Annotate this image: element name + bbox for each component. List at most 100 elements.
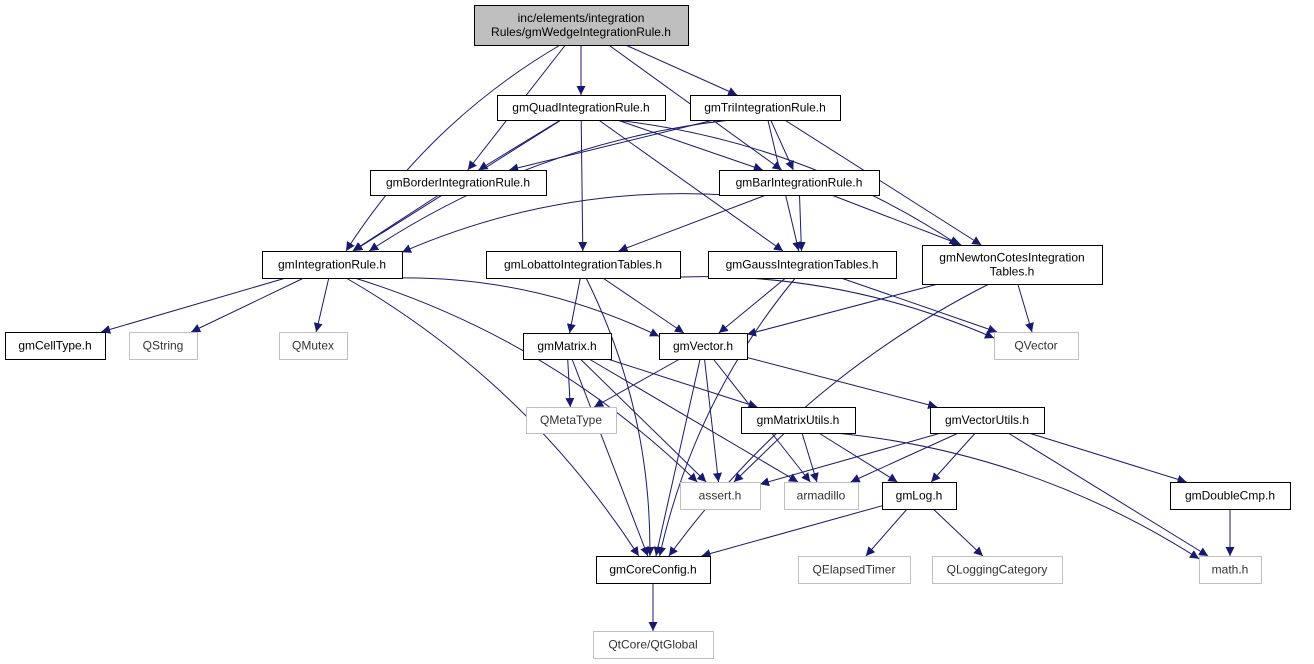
edge-intrule-to-assert (354, 277, 698, 483)
node-qstring-box (129, 332, 198, 360)
node-qvector: QVector (994, 332, 1079, 360)
node-vector[interactable]: gmVector.h (659, 333, 748, 360)
node-intrule[interactable]: gmIntegrationRule.h (262, 251, 403, 279)
node-newton-label-0: gmNewtonCotesIntegration (939, 251, 1084, 265)
edge-tri-to-bar (770, 119, 794, 171)
edge-matrix-to-matrixutils (607, 358, 758, 409)
node-vector-label-0: gmVector.h (673, 339, 733, 353)
node-armadillo: armadillo (784, 482, 859, 510)
node-armadillo-box (784, 482, 859, 510)
node-doublecmp[interactable]: gmDoubleCmp.h (1170, 482, 1291, 510)
edge-vectorutils-to-armadillo (850, 432, 959, 483)
node-vectorutils-label-0: gmVectorUtils.h (945, 413, 1029, 427)
node-qmutex: QMutex (279, 332, 348, 360)
node-bar-label-0: gmBarIntegrationRule.h (736, 176, 863, 190)
node-border-label-0: gmBorderIntegrationRule.h (386, 176, 530, 190)
edge-lobatto-to-matrix (566, 277, 581, 334)
node-matrix[interactable]: gmMatrix.h (523, 333, 612, 360)
node-log[interactable]: gmLog.h (882, 482, 957, 510)
edge-tri-to-newton (784, 119, 982, 246)
node-elapsed-label-0: QElapsedTimer (813, 563, 896, 577)
node-matrixutils[interactable]: gmMatrixUtils.h (741, 407, 856, 434)
edge-intrule-to-celltype (101, 277, 286, 334)
node-log-label-0: gmLog.h (896, 489, 943, 503)
node-border[interactable]: gmBorderIntegrationRule.h (370, 170, 547, 196)
node-lobatto-box (486, 251, 681, 279)
node-celltype-label-0: gmCellType.h (18, 339, 91, 353)
node-newton-box (922, 245, 1103, 285)
edge-matrix-to-qmetatype (565, 358, 575, 408)
edge-vectorutils-to-assert (759, 432, 942, 487)
node-assert-label-0: assert.h (699, 489, 742, 503)
edge-tri-to-border (509, 119, 714, 173)
node-gauss-label-0: gmGaussIntegrationTables.h (726, 258, 879, 272)
node-qtglobal-box (593, 631, 714, 659)
node-logcat-box (932, 556, 1063, 584)
node-math-box (1199, 556, 1262, 584)
node-qtglobal: QtCore/QtGlobal (593, 631, 714, 659)
node-coreconfig-label-0: gmCoreConfig.h (609, 563, 696, 577)
edge-root-to-tri (625, 44, 738, 96)
node-matrix-box (523, 333, 612, 360)
node-tri[interactable]: gmTriIntegrationRule.h (690, 95, 841, 121)
edge-border-to-intrule (352, 194, 440, 252)
edge-log-to-elapsed (865, 508, 908, 557)
node-border-box (370, 170, 547, 196)
node-qmetatype: QMetaType (526, 407, 617, 434)
edge-vector-to-assert (704, 358, 722, 483)
edge-bar-to-gauss (796, 194, 806, 252)
node-coreconfig[interactable]: gmCoreConfig.h (596, 556, 711, 584)
edge-quad-to-newton (615, 119, 959, 246)
edge-vector-to-qmetatype (593, 358, 681, 408)
edge-bar-to-newton (831, 194, 962, 246)
node-vector-box (659, 333, 748, 360)
node-qmutex-box (279, 332, 348, 360)
node-intrule-box (262, 251, 403, 279)
edge-matrixutils-to-math (835, 432, 1200, 560)
node-root[interactable]: inc/elements/integrationRules/gmWedgeInt… (474, 5, 689, 46)
edge-log-to-logcat (932, 508, 984, 557)
node-lobatto[interactable]: gmLobattoIntegrationTables.h (486, 251, 681, 279)
node-matrixutils-box (741, 407, 856, 434)
node-elapsed-box (798, 556, 911, 584)
edge-bar-to-intrule (401, 193, 728, 253)
node-matrixutils-label-0: gmMatrixUtils.h (757, 413, 840, 427)
node-qmetatype-box (526, 407, 617, 434)
edge-vector-to-coreconfig (653, 358, 701, 557)
node-tri-box (690, 95, 841, 121)
node-celltype[interactable]: gmCellType.h (5, 332, 106, 360)
node-gauss[interactable]: gmGaussIntegrationTables.h (708, 251, 897, 279)
node-logcat: QLoggingCategory (932, 556, 1063, 584)
node-qtglobal-label-0: QtCore/QtGlobal (608, 638, 697, 652)
node-bar[interactable]: gmBarIntegrationRule.h (719, 170, 880, 196)
edge-gauss-to-coreconfig (657, 277, 796, 557)
edge-tri-to-intrule (368, 119, 731, 252)
node-quad[interactable]: gmQuadIntegrationRule.h (497, 95, 666, 121)
node-bar-box (719, 170, 880, 196)
node-newton-label-1: Tables.h (990, 265, 1035, 279)
node-vectorutils-box (930, 407, 1045, 434)
node-assert-box (680, 482, 761, 510)
edge-lobatto-to-qvector (658, 276, 995, 339)
node-doublecmp-label-0: gmDoubleCmp.h (1185, 489, 1275, 503)
node-intrule-label-0: gmIntegrationRule.h (278, 258, 386, 272)
edge-matrixutils-to-log (818, 432, 898, 483)
edge-lobatto-to-coreconfig (585, 277, 655, 557)
node-qvector-box (994, 332, 1079, 360)
node-quad-label-0: gmQuadIntegrationRule.h (512, 101, 649, 115)
edge-bar-to-lobatto (618, 194, 767, 253)
nodes-layer: inc/elements/integrationRules/gmWedgeInt… (5, 5, 1291, 659)
edge-intrule-to-vector (393, 277, 660, 337)
edge-vectorutils-to-log (930, 432, 976, 483)
node-gauss-box (708, 251, 897, 279)
edge-matrix-to-armadillo (588, 358, 799, 483)
node-qstring-label-0: QString (143, 339, 184, 353)
node-math-label-0: math.h (1212, 563, 1249, 577)
node-vectorutils[interactable]: gmVectorUtils.h (930, 407, 1045, 434)
edge-gauss-to-qvector (840, 277, 998, 334)
edge-matrix-to-assert (579, 358, 707, 483)
edge-quad-to-bar (617, 119, 763, 172)
edge-quad-to-lobatto (578, 119, 588, 252)
edge-intrule-to-qstring (190, 277, 305, 333)
